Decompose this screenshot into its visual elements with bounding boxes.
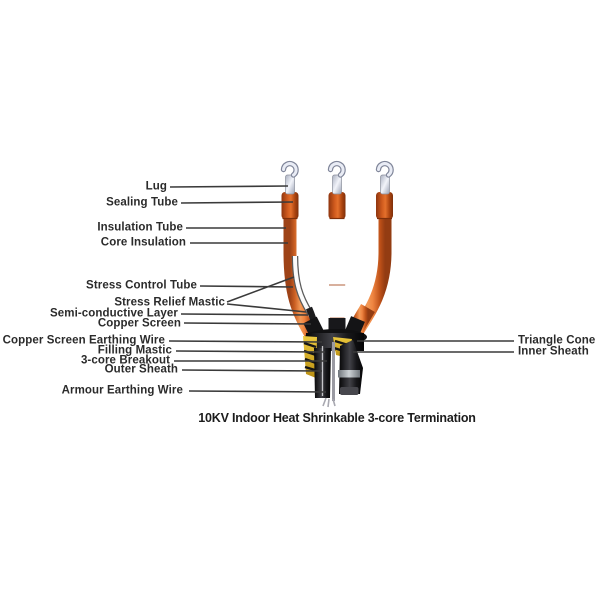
sealing-tube-middle xyxy=(328,192,346,219)
leader-sealing-tube xyxy=(180,201,294,204)
leader-lines xyxy=(168,185,514,393)
triangle-cone-body xyxy=(339,340,363,394)
leader-outer-sheath xyxy=(181,369,323,372)
earthing-wire-frayed-ends xyxy=(322,397,336,408)
leader-armour-earthing-wire xyxy=(188,390,327,393)
lugs xyxy=(280,160,394,195)
label-semi-conductive-layer: Semi-conductive Layer xyxy=(49,307,178,320)
inner-sheath-ring xyxy=(338,370,360,378)
leader-stress-control-tube xyxy=(199,285,294,288)
cable-end-cap xyxy=(340,387,359,395)
label-armour-earthing-wire: Armour Earthing Wire xyxy=(61,384,183,397)
sealing-tubes xyxy=(281,192,393,220)
label-3-core-breakout: 3-core Breakout xyxy=(80,354,170,367)
lug-left-icon xyxy=(280,160,299,195)
sealing-tube-right xyxy=(376,192,393,219)
filling-mastic-left-stripes xyxy=(303,341,317,372)
leader-lug xyxy=(169,185,289,188)
label-stress-control-tube: Stress Control Tube xyxy=(86,279,197,292)
diagram-title: 10KV Indoor Heat Shrinkable 3-core Termi… xyxy=(198,411,476,425)
leader-filling-mastic xyxy=(175,350,326,353)
label-sealing-tube: Sealing Tube xyxy=(106,196,178,209)
lug-middle-icon xyxy=(327,160,346,195)
sealing-tube-left xyxy=(281,192,299,219)
label-outer-sheath: Outer Sheath xyxy=(104,363,178,376)
leader-stress-relief-mastic-lower xyxy=(226,303,307,313)
label-stress-relief-mastic: Stress Relief Mastic xyxy=(114,296,225,309)
label-copper-screen: Copper Screen xyxy=(97,317,181,330)
label-copper-screen-earthing-wire: Copper Screen Earthing Wire xyxy=(2,334,165,347)
leader-copper-screen-earthing-wire xyxy=(168,340,323,343)
label-filling-mastic: Filling Mastic xyxy=(97,344,172,357)
leader-stress-relief-mastic-upper xyxy=(226,276,295,303)
label-core-insulation: Core Insulation xyxy=(100,236,186,249)
leader-semi-conductive-layer xyxy=(180,313,309,316)
leader-copper-screen xyxy=(183,322,312,325)
label-inner-sheath: Inner Sheath xyxy=(518,345,589,358)
breakout-base xyxy=(303,316,367,408)
label-insulation-tube: Insulation Tube xyxy=(97,221,183,234)
label-triangle-cone: Triangle Cone xyxy=(518,334,596,347)
label-lug: Lug xyxy=(145,180,167,193)
lug-right-icon xyxy=(375,160,394,195)
